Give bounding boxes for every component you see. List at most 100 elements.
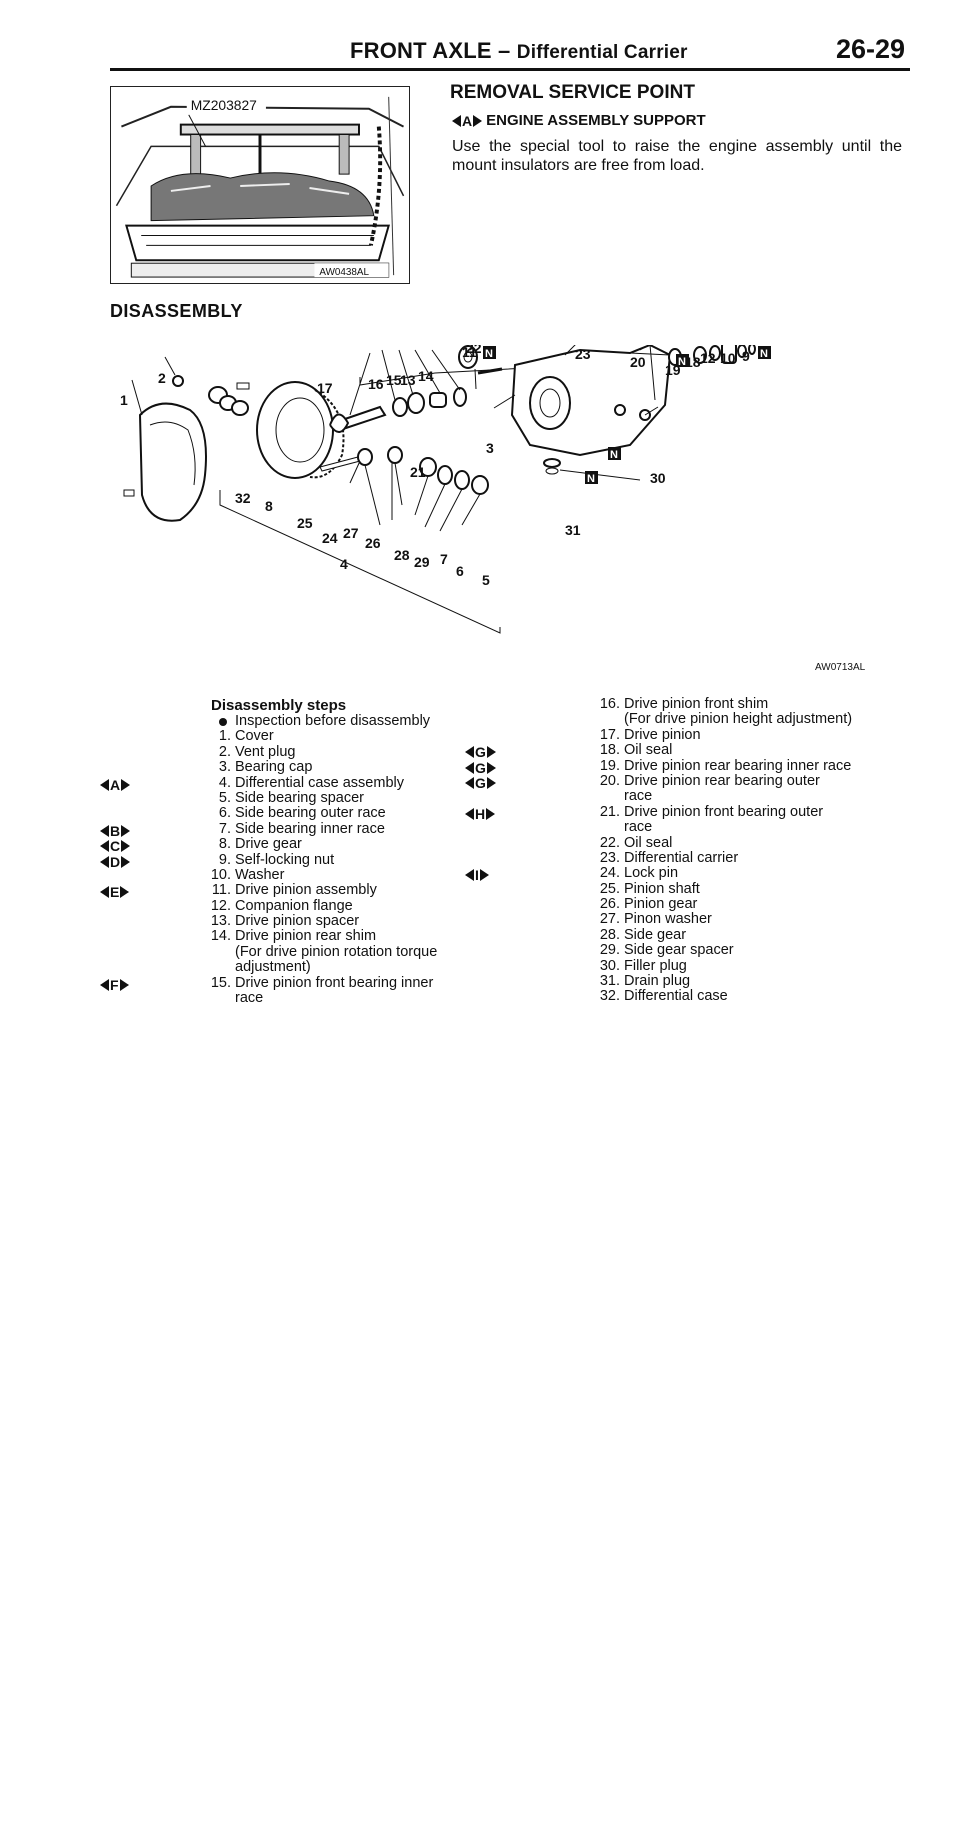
step-row: 32.Differential case — [590, 988, 920, 1005]
left-triangle-icon — [100, 825, 109, 837]
step-text: Drive pinion front bearing inner — [235, 974, 434, 991]
step-row: 23.Differential carrier — [590, 849, 920, 866]
n-marker-label: N — [587, 473, 595, 485]
step-row: 15.Drive pinion front bearing inner — [201, 974, 501, 991]
step-number: 16. — [599, 696, 620, 712]
step-text: Differential carrier — [624, 849, 739, 866]
step-text: Self-locking nut — [235, 851, 335, 868]
step-number: 7. — [218, 820, 231, 837]
step-text: Drive pinion spacer — [235, 913, 360, 930]
step-text: Drive pinion rear bearing inner race — [624, 757, 852, 774]
n-marker-box — [585, 471, 598, 484]
disassembly-title: DISASSEMBLY — [110, 301, 243, 321]
left-triangle-icon — [465, 746, 474, 758]
n-marker-box — [676, 354, 689, 367]
step-text: race — [624, 819, 653, 836]
page-title: FRONT AXLE – Differential Carrier — [350, 38, 688, 64]
removal-service-point-title: REMOVAL SERVICE POINT — [450, 82, 695, 103]
step-row: 31.Drain plug — [590, 973, 920, 990]
callout-12: 12 — [700, 350, 716, 366]
step-number: 30. — [599, 957, 620, 974]
step-number: 24. — [599, 865, 620, 882]
right-triangle-icon — [486, 808, 496, 820]
step-text: Pinion gear — [624, 896, 698, 913]
step-row: 3.Bearing cap — [201, 759, 501, 776]
left-triangle-icon — [100, 979, 109, 991]
step-text: race — [624, 788, 653, 805]
step-text: Side gear spacer — [624, 942, 734, 959]
step-text: Drive pinion — [624, 726, 701, 743]
service-marker-c: C — [100, 838, 131, 854]
step-text: Vent plug — [235, 743, 296, 760]
callout-9: 9 — [742, 348, 750, 364]
step-text: Drive pinion rear shim — [235, 928, 377, 945]
callout-31: 31 — [565, 522, 581, 538]
step-row: 21.Drive pinion front bearing outer — [590, 803, 920, 820]
step-number: 26. — [599, 896, 620, 913]
tool-label: MZ203827 — [191, 97, 257, 113]
step-number: 6. — [218, 805, 231, 822]
left-triangle-icon — [100, 886, 109, 898]
callout-28: 28 — [394, 547, 410, 563]
right-triangle-icon — [121, 779, 131, 791]
step-number: 12. — [210, 897, 231, 914]
n-marker-box — [608, 447, 621, 460]
callout-22: 22 — [466, 345, 482, 356]
n-marker-box — [483, 346, 496, 359]
callout-32: 32 — [235, 490, 251, 506]
step-number: 3. — [218, 759, 231, 776]
step-text: Side gear — [624, 926, 687, 943]
n-marker-label: N — [678, 356, 686, 368]
step-text: Differential case — [624, 988, 728, 1005]
step-number: 32. — [599, 988, 620, 1005]
service-marker-a: A — [452, 113, 483, 129]
step-row: 7.Side bearing inner race — [201, 820, 501, 837]
right-triangle-icon — [121, 825, 131, 837]
header-divider — [110, 68, 910, 71]
callout-3: 3 — [486, 440, 494, 456]
step-row: (For drive pinion height adjustment) — [590, 711, 920, 727]
page-number: 26-29 — [835, 34, 905, 64]
step-text: Drive pinion front bearing outer — [624, 803, 824, 820]
callout-25: 25 — [297, 515, 313, 531]
step-number: 5. — [218, 789, 231, 806]
callout-15: 15 — [386, 372, 402, 388]
step-row: 10.Washer — [201, 866, 501, 883]
step-row: race — [590, 819, 920, 836]
step-row: 22.Oil seal — [590, 835, 920, 851]
right-triangle-icon — [486, 746, 496, 758]
callout-4: 4 — [340, 556, 348, 572]
service-marker-i: I — [465, 867, 489, 883]
engine-support-illustration: MZ203827 AW0438AL — [110, 86, 410, 284]
step-number: 23. — [599, 849, 620, 866]
n-marker-label: N — [760, 348, 768, 360]
callout-14: 14 — [418, 368, 434, 384]
n-marker-box — [758, 346, 771, 359]
step-text: Filler plug — [624, 957, 687, 974]
step-number: 31. — [599, 973, 620, 990]
step-row: 30.Filler plug — [590, 957, 920, 974]
step-number: 14. — [210, 928, 231, 945]
right-triangle-icon — [121, 856, 131, 868]
removal-item-body: Use the special tool to raise the engine… — [452, 138, 902, 174]
step-text: Drain plug — [624, 973, 691, 990]
step-number: 10. — [210, 866, 231, 883]
step-text: (For drive pinion rotation torque — [235, 943, 438, 960]
left-triangle-icon — [465, 777, 474, 789]
left-triangle-icon — [465, 762, 474, 774]
step-text: Side bearing inner race — [235, 820, 385, 837]
steps-list-right: 16.Drive pinion front shim(For drive pin… — [590, 696, 920, 1005]
step-text: Pinon washer — [624, 911, 712, 928]
step-text: Pinion shaft — [624, 880, 700, 897]
step-number: 18. — [599, 742, 620, 759]
service-marker-d: D — [100, 854, 131, 870]
left-triangle-icon — [100, 779, 109, 791]
diagram-image-code: AW0713AL — [815, 662, 866, 673]
service-marker-g: G — [465, 775, 496, 791]
right-triangle-icon — [486, 762, 496, 774]
step-text: Bearing cap — [235, 759, 313, 776]
step-row: 8.Drive gear — [201, 836, 501, 852]
step-number: 1. — [218, 728, 231, 745]
